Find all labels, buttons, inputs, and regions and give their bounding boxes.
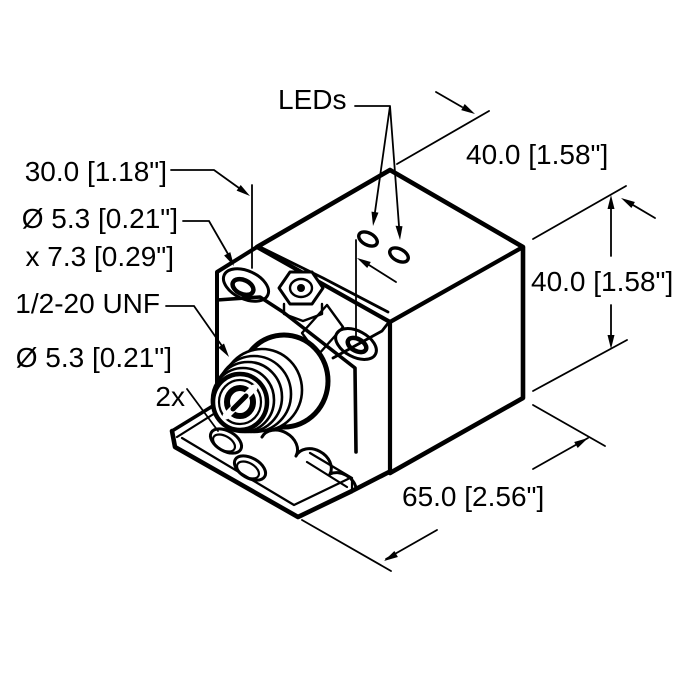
callout-thread: 1/2-20 UNF bbox=[15, 288, 229, 357]
slot-diameter-value: Ø 5.3 [0.21"] bbox=[22, 203, 178, 234]
cube-silhouette bbox=[254, 167, 526, 476]
hole-spacing-outside-arrow-line bbox=[368, 264, 397, 283]
dim-width-top: 40.0 [1.58"] bbox=[396, 91, 656, 240]
hole-spacing-leader bbox=[170, 169, 240, 189]
head-silhouette bbox=[215, 245, 259, 396]
hole-spacing-value: 30.0 [1.18"] bbox=[25, 156, 167, 187]
height-value: 40.0 [1.58"] bbox=[531, 266, 673, 297]
width-ext-line-1 bbox=[396, 110, 490, 165]
slot-leader bbox=[182, 220, 229, 255]
mount-hole-quantity-value: 2x bbox=[155, 381, 185, 412]
length-value: 65.0 [2.56"] bbox=[402, 481, 544, 512]
height-arrowhead-down bbox=[607, 335, 615, 349]
width-arrowhead-2 bbox=[621, 198, 635, 208]
leds-label: LEDs bbox=[278, 84, 346, 115]
width-arrow-line-1 bbox=[435, 91, 463, 108]
callout-slot-size: Ø 5.3 [0.21"] x 7.3 [0.29"] bbox=[22, 203, 234, 272]
thread-value: 1/2-20 UNF bbox=[15, 288, 160, 319]
bracket-silhouette bbox=[169, 428, 392, 520]
leds-leader-lines bbox=[354, 105, 400, 227]
length-ext-line-1 bbox=[301, 519, 392, 572]
mount-hole-diameter-value: Ø 5.3 [0.21"] bbox=[16, 342, 172, 373]
dim-height-right: 40.0 [1.58"] bbox=[531, 195, 673, 392]
mount-slot-2-outer bbox=[334, 327, 378, 361]
led-hole-2 bbox=[388, 246, 410, 264]
slot-arrowhead bbox=[224, 252, 234, 266]
length-arrowhead-1 bbox=[574, 438, 588, 448]
thread-arrowhead bbox=[218, 343, 229, 357]
sensor-head bbox=[215, 244, 391, 454]
hex-nut-ring bbox=[288, 277, 314, 299]
width-value: 40.0 [1.58"] bbox=[466, 139, 608, 170]
mounting-bracket bbox=[169, 402, 392, 520]
dim-hole-spacing: 30.0 [1.18"] bbox=[25, 156, 397, 339]
connector bbox=[210, 332, 331, 434]
hole-spacing-arrowhead-1 bbox=[236, 185, 250, 196]
thread-leader bbox=[165, 305, 223, 347]
mount-holes-leader bbox=[186, 388, 219, 432]
connector-key-ring bbox=[224, 385, 256, 419]
length-arrowhead-2 bbox=[384, 551, 398, 561]
bracket-inner-lines bbox=[175, 408, 354, 507]
height-arrowhead-up bbox=[607, 195, 615, 209]
leds-arrowhead-2 bbox=[395, 225, 403, 240]
mount-slot-1-inner bbox=[230, 276, 256, 298]
hole-spacing-arrowhead-2 bbox=[357, 258, 371, 268]
width-arrowhead-1 bbox=[461, 104, 475, 114]
length-ext-line-2 bbox=[532, 404, 606, 447]
leds-arrowhead-1 bbox=[371, 211, 379, 226]
slot-length-value: x 7.3 [0.29"] bbox=[26, 241, 174, 272]
connector-face-ring bbox=[217, 378, 263, 426]
dim-length-bottom: 65.0 [2.56"] bbox=[301, 404, 606, 572]
height-ext-line-bottom bbox=[532, 339, 628, 392]
bracket-scallops bbox=[260, 428, 358, 490]
width-ext-line-2 bbox=[532, 185, 627, 240]
bracket-hole-2-inner bbox=[235, 460, 261, 480]
mount-slot-2-inner bbox=[345, 335, 369, 355]
connector-key-bar bbox=[230, 393, 249, 412]
callout-leds: LEDs bbox=[278, 84, 403, 240]
bracket-lip-edge bbox=[170, 402, 218, 433]
led-hole-1 bbox=[357, 230, 379, 248]
callout-mount-holes: Ø 5.3 [0.21"] 2x bbox=[16, 342, 219, 432]
mount-slot-1-outer bbox=[221, 267, 271, 303]
hex-nut-center bbox=[297, 284, 305, 292]
width-arrow-line-2 bbox=[632, 204, 656, 219]
hex-nut-base bbox=[282, 302, 324, 323]
bracket-hole-1-inner bbox=[211, 433, 237, 453]
